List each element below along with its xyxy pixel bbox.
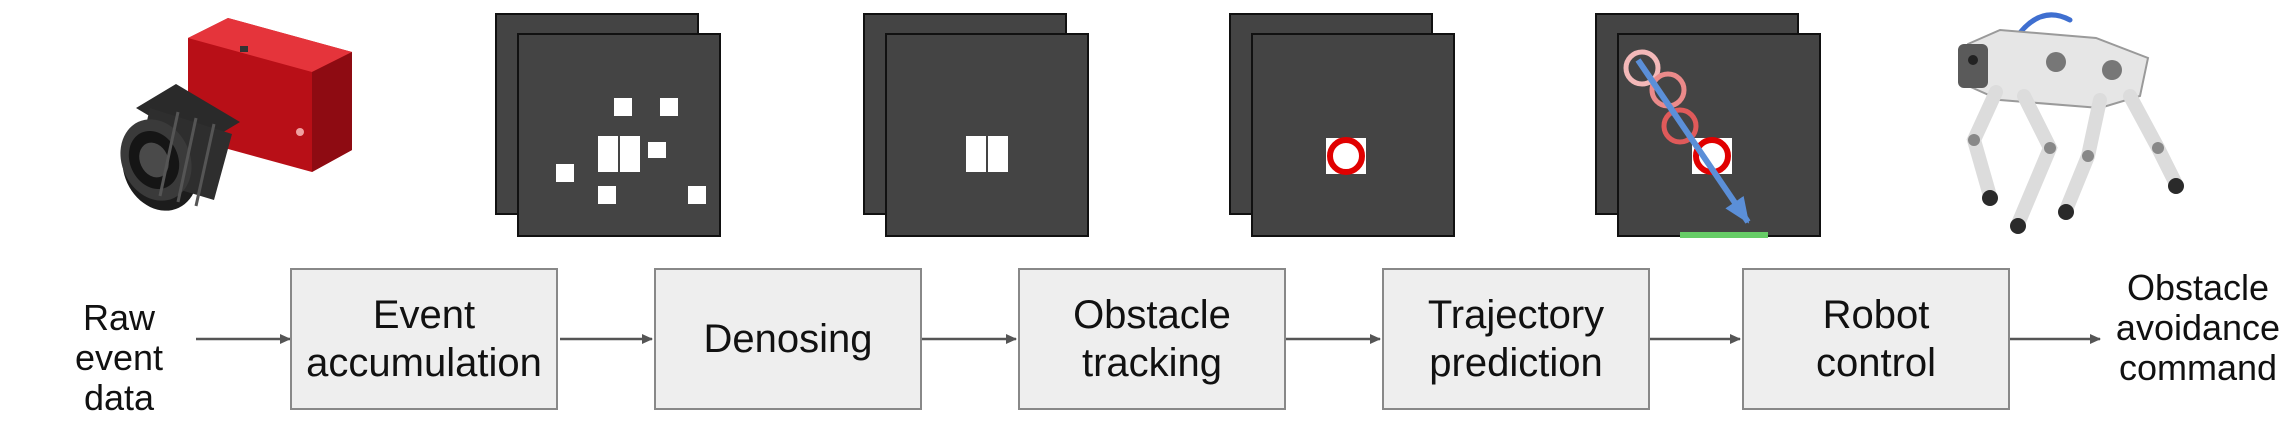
stage-denoising: Denosing bbox=[654, 268, 922, 410]
stage-label: Trajectory prediction bbox=[1427, 293, 1605, 385]
trajectory-frames-illustration bbox=[1595, 13, 1821, 238]
stage-robot-control: Robot control bbox=[1742, 268, 2010, 410]
event-camera-icon bbox=[120, 18, 352, 211]
stage-label: Obstacle tracking bbox=[1073, 293, 1231, 385]
accumulation-frames-illustration bbox=[495, 13, 721, 237]
output-label: Obstacle avoidance command bbox=[2115, 267, 2281, 388]
stage-event-accumulation: Event accumulation bbox=[290, 268, 558, 410]
stage-label: Denosing bbox=[703, 317, 873, 361]
input-label: Raw event data bbox=[74, 297, 164, 418]
stage-obstacle-tracking: Obstacle tracking bbox=[1018, 268, 1286, 410]
stage-label: Robot control bbox=[1815, 293, 1937, 385]
denoising-frames-illustration bbox=[863, 13, 1089, 237]
tracking-frames-illustration bbox=[1229, 13, 1455, 237]
quadruped-robot-icon bbox=[1958, 12, 2184, 234]
stage-trajectory-prediction: Trajectory prediction bbox=[1382, 268, 1650, 410]
stage-label: Event accumulation bbox=[306, 293, 542, 385]
